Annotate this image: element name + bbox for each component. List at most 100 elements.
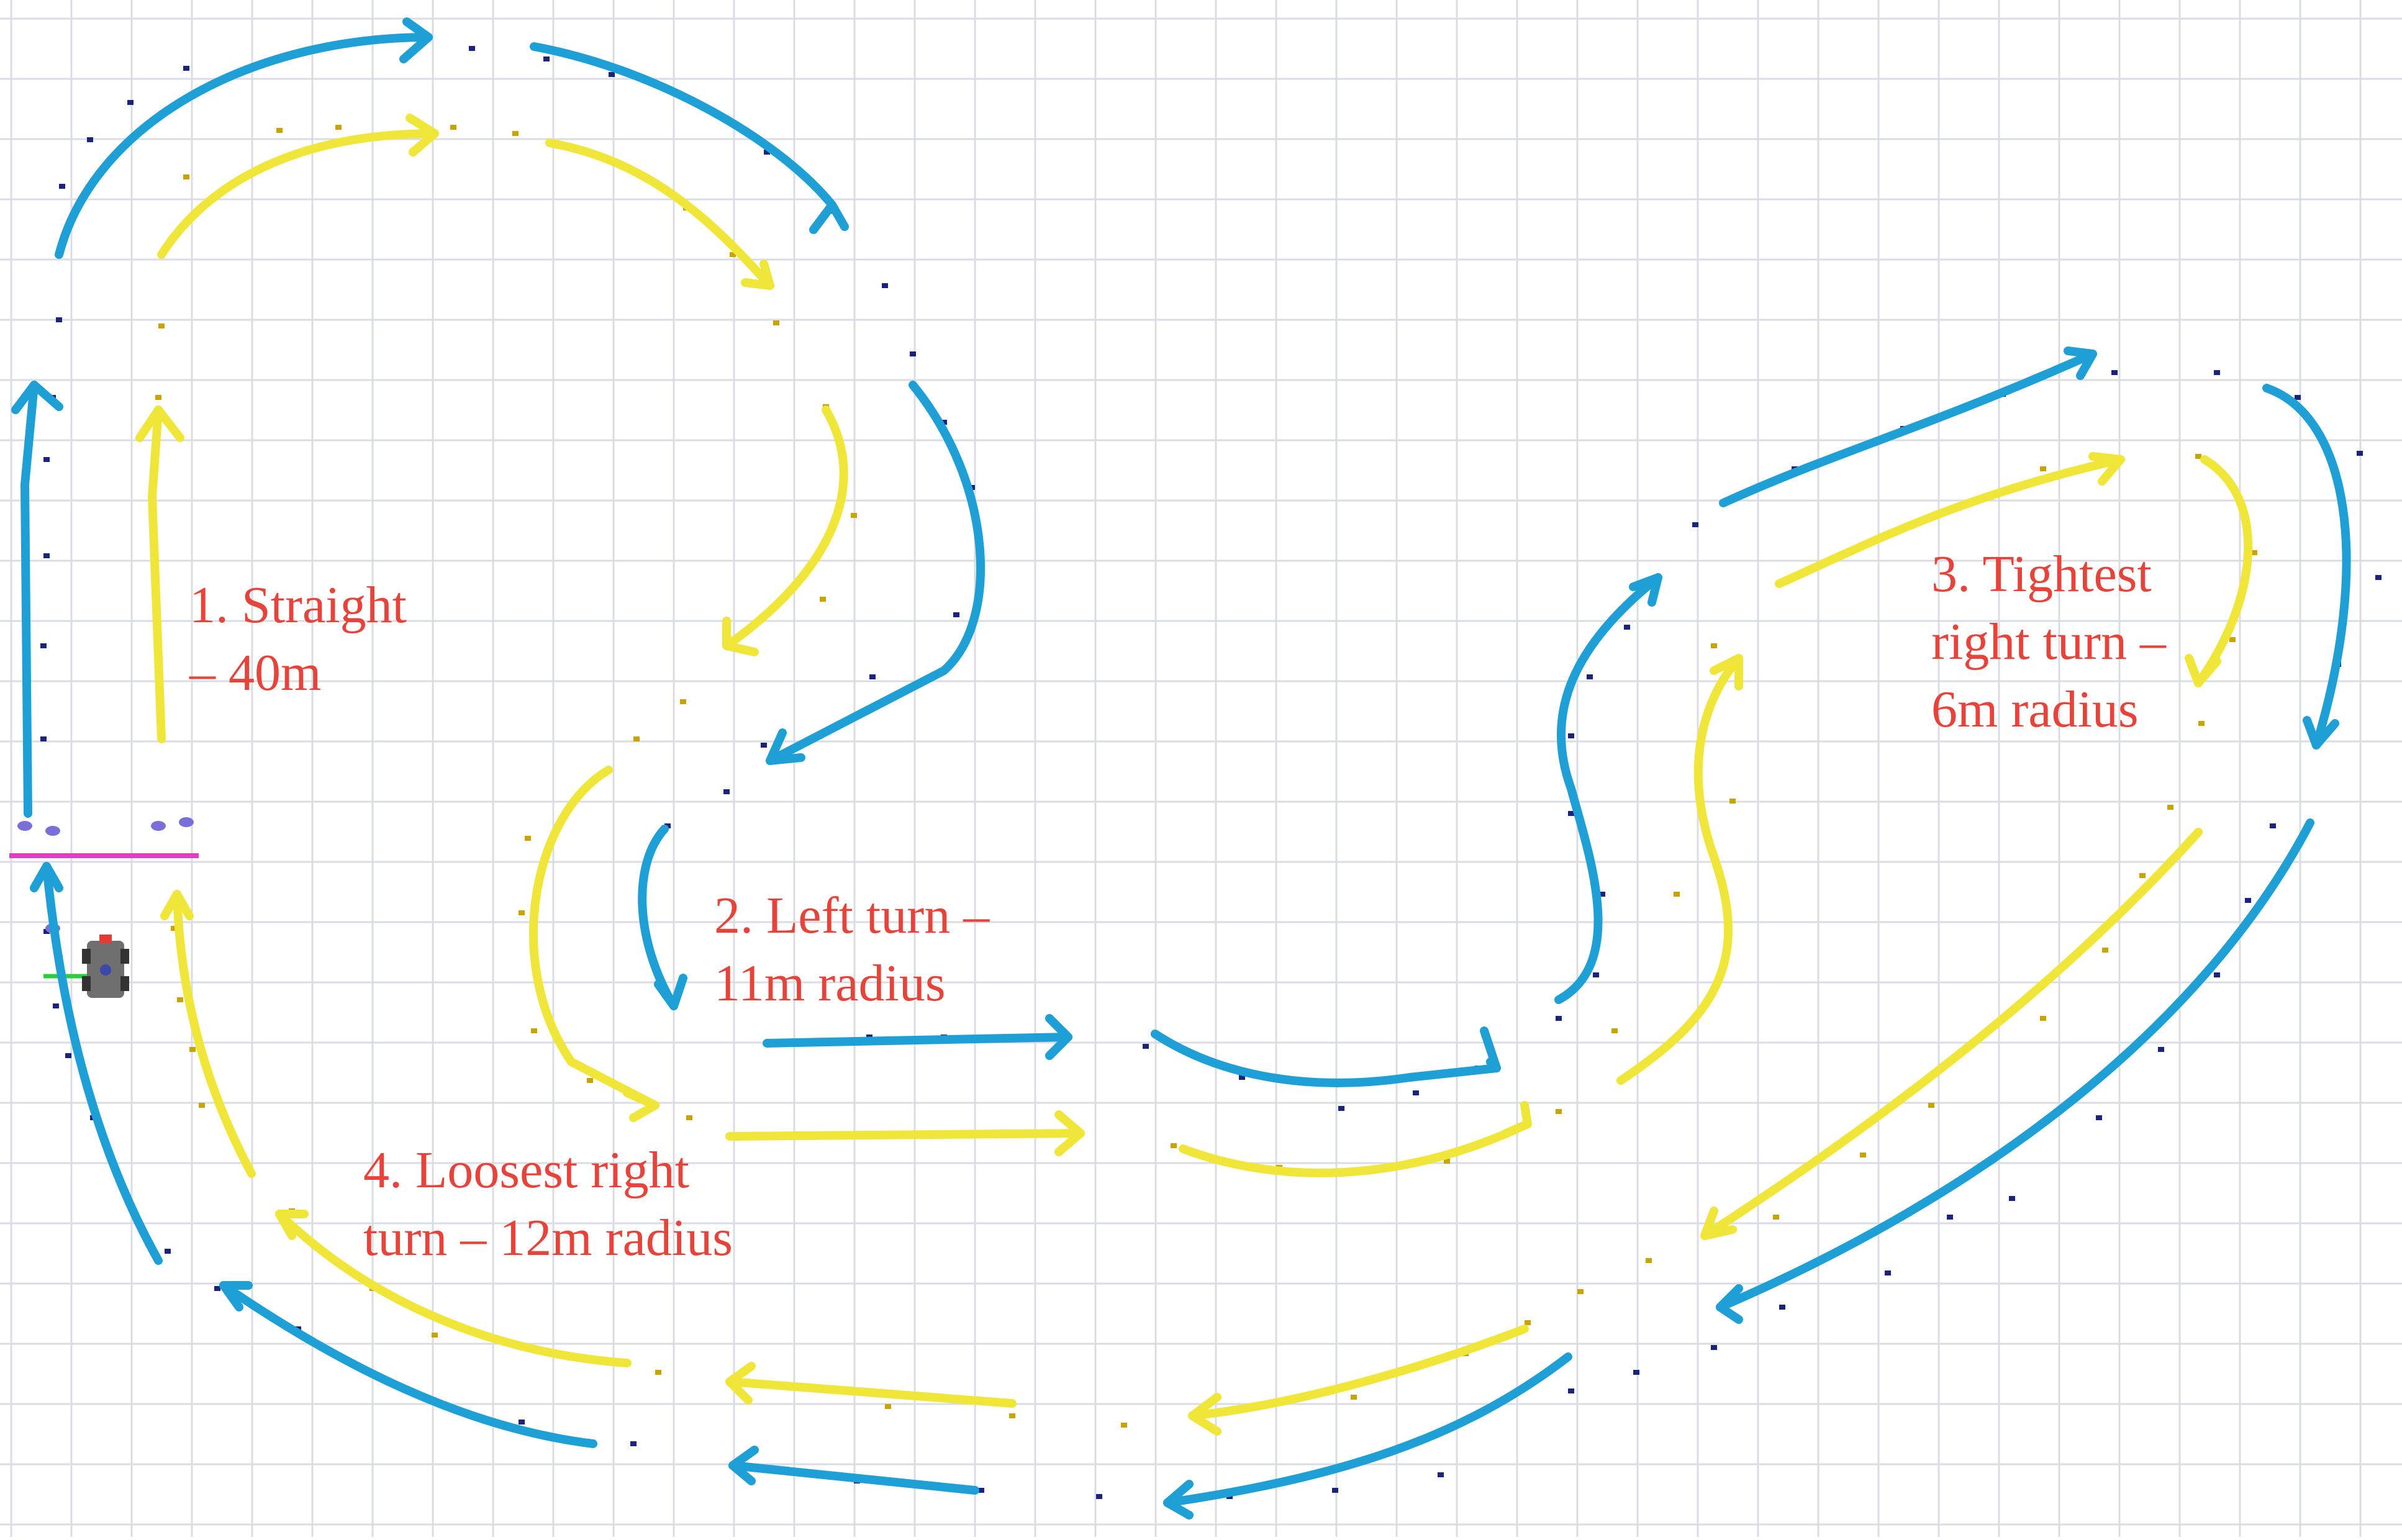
yellow-cone (531, 1028, 537, 1033)
yellow-cone (2198, 721, 2205, 726)
blue-cone (2245, 898, 2251, 903)
yellow-arrow (725, 1110, 1085, 1156)
blue-cone (882, 283, 888, 288)
direction-arrows (11, 17, 2351, 1520)
blue-cone (165, 1249, 171, 1254)
blue-cone (519, 1420, 525, 1424)
yellow-cone (1121, 1423, 1127, 1428)
yellow-cone (820, 597, 826, 602)
blue-cone (2111, 370, 2118, 375)
blue-arrow (55, 17, 433, 259)
blue-arrow (1719, 346, 2097, 507)
yellow-cone (171, 926, 177, 931)
yellow-arrow (135, 405, 184, 743)
blue-cone (53, 1003, 59, 1008)
blue-cone (764, 150, 770, 155)
yellow-cone (633, 736, 640, 741)
blue-arrow (1716, 818, 2314, 1324)
blue-cone (1624, 625, 1630, 630)
yellow-arrow (1775, 452, 2125, 588)
blue-cone (869, 674, 876, 679)
blue-cone (2375, 575, 2382, 580)
yellow-cone (189, 1047, 196, 1052)
blue-cone (43, 929, 50, 934)
yellow-arrow (725, 1362, 1017, 1408)
blue-cone (910, 351, 916, 356)
yellow-cone (773, 320, 779, 325)
yellow-cone (851, 513, 857, 518)
yellow-cone (276, 128, 283, 133)
yellow-cone (1773, 1215, 1779, 1220)
yellow-cone (1928, 1103, 1934, 1108)
blue-cone (1947, 1215, 1953, 1220)
yellow-cone (2102, 948, 2108, 953)
blue-arrow (530, 42, 849, 234)
blue-cone (1711, 1345, 1717, 1350)
blue-cone (941, 420, 947, 425)
yellow-cone (519, 910, 525, 915)
yellow-arrow (275, 1210, 632, 1367)
yellow-cone (1729, 799, 1736, 804)
blue-cone (1568, 811, 1574, 816)
yellow-cone (183, 174, 189, 179)
blue-cone (40, 736, 47, 741)
blue-cone (2214, 370, 2220, 375)
yellow-cone (1351, 1395, 1357, 1400)
yellow-cone (1171, 1143, 1177, 1148)
blue-cone (1568, 1388, 1574, 1393)
yellow-cone (1009, 1413, 1015, 1418)
yellow-cone (1674, 892, 1680, 897)
blue-cone (1556, 1016, 1562, 1021)
yellow-cone (1611, 1028, 1618, 1033)
blue-cone (1332, 1488, 1338, 1493)
start-cone (151, 821, 166, 831)
yellow-cone (2040, 466, 2046, 471)
yellow-cone (655, 1370, 661, 1375)
label-loosest-turn: 4. Loosest right turn – 12m radius (363, 1141, 733, 1267)
blue-cone (40, 643, 47, 648)
blue-cone (723, 789, 730, 794)
yellow-cone (1525, 1320, 1531, 1325)
yellow-arrow (1616, 654, 1743, 1085)
yellow-cone (885, 1404, 891, 1409)
blue-cone (127, 100, 134, 105)
blue-arrow (1163, 1352, 1572, 1520)
blue-cone (1587, 674, 1593, 679)
yellow-cone (432, 1333, 438, 1338)
blue-arrow (638, 825, 687, 1010)
yellow-arrow (2185, 455, 2253, 687)
yellow-cone (512, 131, 519, 136)
blue-cone (2270, 823, 2276, 828)
blue-cone (2357, 451, 2363, 456)
car-icon (43, 935, 129, 998)
yellow-cone (2251, 550, 2257, 555)
start-cone (45, 826, 60, 836)
blue-arrow (766, 381, 985, 765)
blue-arrow (11, 381, 63, 818)
yellow-cone (680, 699, 686, 704)
blue-cone (1633, 1370, 1639, 1375)
yellow-cone (335, 125, 342, 130)
blue-cone (469, 46, 475, 51)
blue-cone (1143, 1044, 1149, 1049)
blue-cone (1338, 1106, 1344, 1111)
blue-cone (1239, 1075, 1245, 1080)
yellow-cone (2167, 805, 2173, 810)
blue-arrow (30, 862, 163, 1265)
blue-cone (59, 184, 65, 189)
blue-arrow (728, 1446, 979, 1495)
blue-cone (56, 317, 62, 322)
blue-cone (2214, 972, 2220, 977)
yellow-cone (525, 836, 531, 841)
blue-cone (630, 1441, 637, 1446)
blue-arrow (2262, 384, 2351, 750)
yellow-cone (1577, 1289, 1584, 1294)
yellow-arrow (1700, 828, 2203, 1240)
yellow-cone (587, 1078, 593, 1083)
blue-cone (2009, 1196, 2015, 1201)
yellow-arrow (545, 138, 774, 290)
label-left-turn: 2. Left turn – 11m radius (714, 887, 990, 1013)
